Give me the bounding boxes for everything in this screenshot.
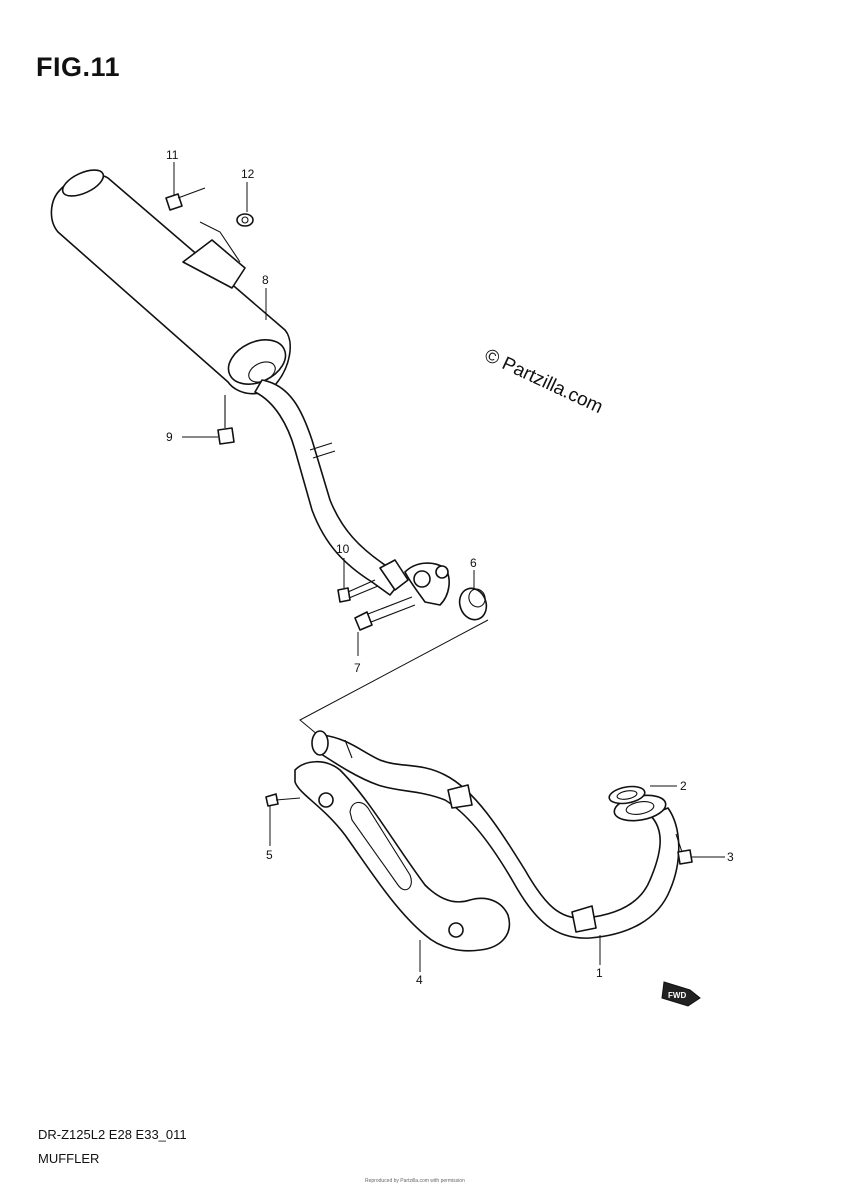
callout-12: 12 [241, 167, 255, 181]
callout-7: 7 [354, 661, 361, 675]
fwd-arrow: FWD [661, 981, 701, 1007]
callout-10: 10 [336, 542, 350, 556]
pipe-clamp[interactable] [404, 562, 450, 606]
bolt-7[interactable] [354, 596, 416, 631]
callout-3: 3 [727, 850, 734, 864]
section-name: MUFFLER [38, 1151, 100, 1166]
bolt-11[interactable] [165, 187, 206, 211]
screw-5[interactable] [265, 793, 301, 807]
fwd-label: FWD [668, 991, 686, 1000]
callout-8: 8 [262, 273, 269, 287]
callout-5: 5 [266, 848, 273, 862]
bolt-9[interactable] [217, 395, 235, 445]
callout-1: 1 [596, 966, 603, 980]
callout-11: 11 [166, 148, 179, 162]
callout-4: 4 [416, 973, 423, 987]
callout-6: 6 [470, 556, 477, 570]
muffler-pipe[interactable] [254, 379, 409, 596]
callout-numbers: 11 12 8 9 10 6 7 2 3 5 4 1 [166, 148, 734, 987]
exhaust-gasket[interactable] [608, 784, 646, 806]
figure-title: FIG.11 [36, 52, 121, 82]
leader-lines [173, 162, 725, 972]
callout-9: 9 [166, 430, 173, 444]
callout-2: 2 [680, 779, 687, 793]
connection-line [299, 619, 489, 736]
heat-shield[interactable] [294, 760, 511, 952]
drawing-code: DR-Z125L2 E28 E33_011 [38, 1127, 187, 1142]
bolt-3[interactable] [675, 833, 693, 865]
nut-12[interactable] [236, 213, 254, 227]
footer-note: Reproduced by Partzilla.com with permiss… [365, 1178, 465, 1184]
bolt-10[interactable] [337, 579, 379, 603]
exhaust-seal[interactable] [455, 585, 490, 624]
